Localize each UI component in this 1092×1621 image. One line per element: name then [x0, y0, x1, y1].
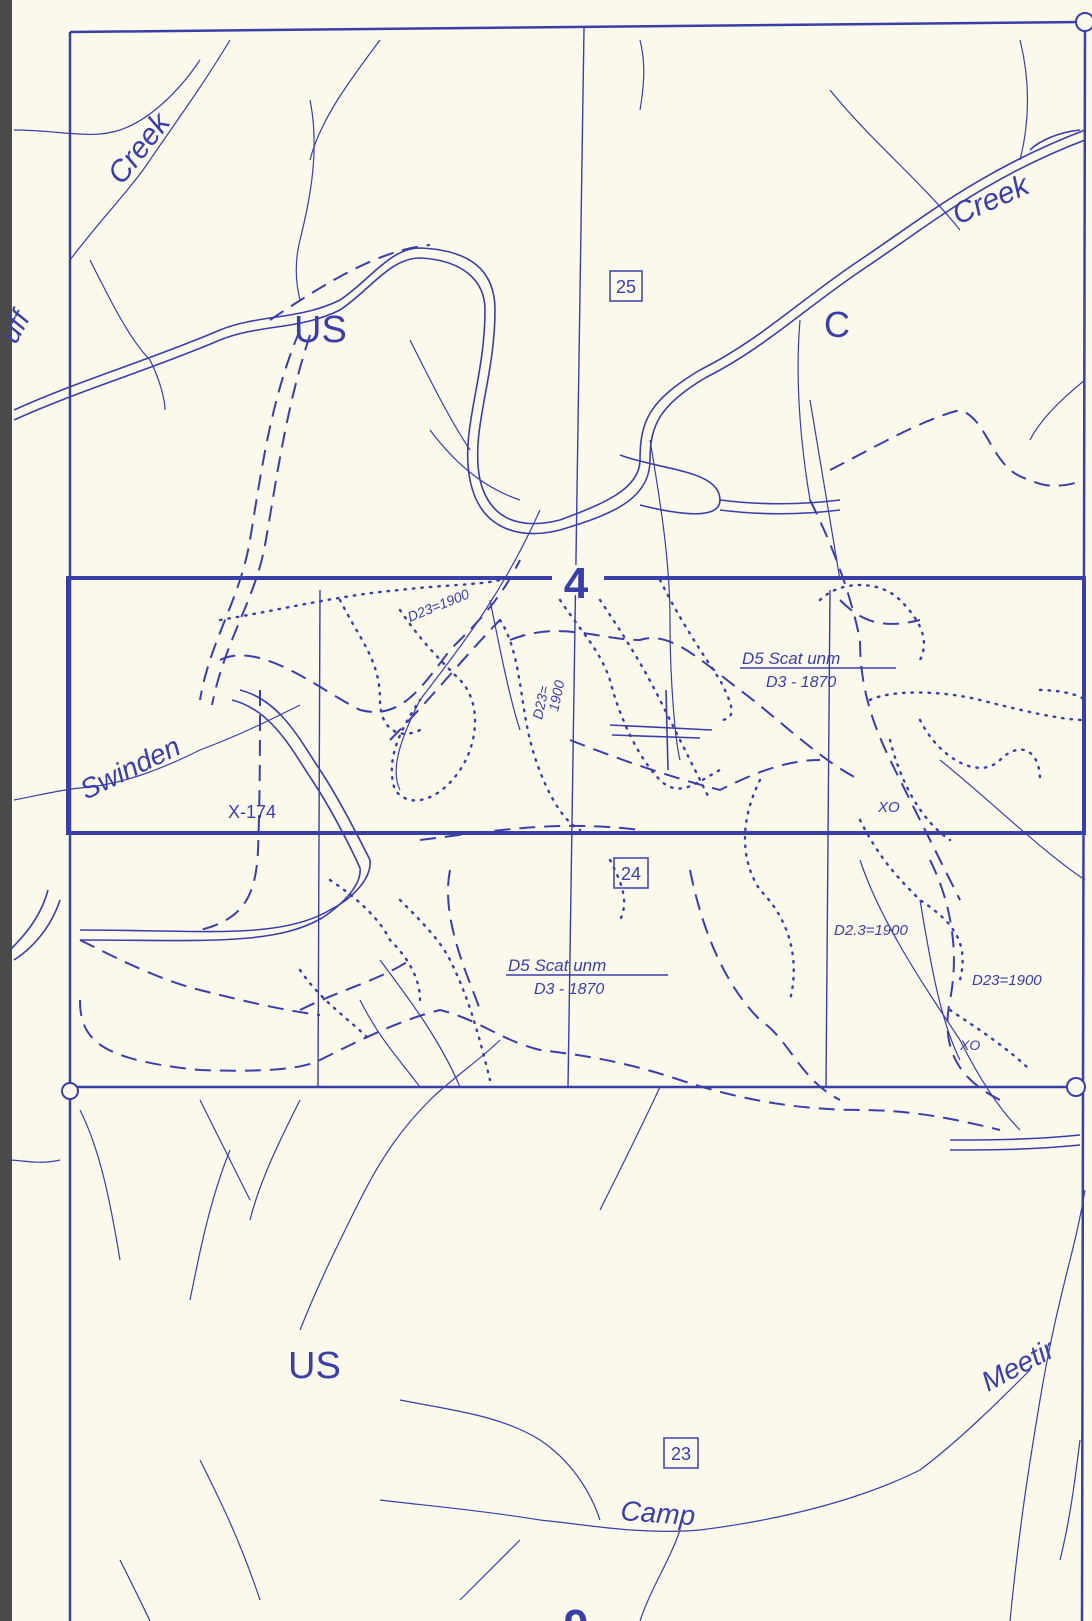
geology-lower-denominator: D3 - 1870: [534, 981, 604, 998]
section-number-25: 25: [616, 277, 636, 297]
annotation-d23-1900-d: D23=1900: [972, 972, 1042, 989]
streams: [9, 39, 1086, 1621]
stream-name-creek-ne: Creek: [947, 168, 1035, 232]
annotation-d23-1900-a: D23=1900: [405, 586, 471, 625]
stream-name-creek-nw: Creek: [102, 105, 179, 190]
annotation-xo-a: XO: [877, 799, 900, 816]
binding-edge: [0, 0, 12, 1621]
geology-label-lower: D5 Scat unm D3 - 1870: [506, 956, 668, 998]
section-corner-markers: [61, 12, 1092, 1100]
section-subdivision-lines: [317, 27, 831, 1088]
quad-boundary: [66, 576, 1086, 835]
section-grid: [68, 20, 1087, 1621]
strike-dip-symbol: [609, 689, 713, 771]
section-box-23: 23: [663, 1437, 699, 1469]
geology-upper-numerator: D5 Scat unm: [742, 649, 840, 668]
section-number-23: 23: [671, 1444, 691, 1464]
ownership-us-top: US: [294, 309, 347, 351]
stream-name-bluff-partial: uff: [0, 303, 37, 348]
section-box-25: 25: [609, 270, 643, 302]
geology-lower-numerator: D5 Scat unm: [508, 956, 606, 975]
annotation-d23-1900-c: D2.3=1900: [834, 922, 908, 939]
trails: [79, 244, 1086, 1131]
geology-label-upper: D5 Scat unm D3 - 1870: [740, 649, 896, 691]
annotation-d23-1900-b-bot: 1900: [545, 679, 567, 713]
geology-upper-denominator: D3 - 1870: [766, 674, 836, 691]
annotation-x-174: X-174: [228, 802, 276, 822]
annotation-d23-1900-b-top: D23=: [529, 684, 552, 720]
stream-name-meeting-partial: Meetir: [976, 1333, 1061, 1398]
section-number-24: 24: [621, 864, 641, 884]
section-box-24: 24: [613, 857, 649, 889]
contour-lines: [218, 578, 1087, 1082]
ownership-c-top: C: [824, 304, 850, 345]
stream-name-camp: Camp: [620, 1495, 697, 1531]
quad-number: 4: [564, 559, 589, 608]
section-number-9-partial: 9: [564, 1601, 588, 1621]
stream-name-swinden: Swinden: [75, 730, 185, 805]
ownership-us-bottom: US: [288, 1345, 341, 1387]
annotation-xo-b: XO: [959, 1037, 980, 1053]
quad-label-knockout: [552, 565, 604, 595]
